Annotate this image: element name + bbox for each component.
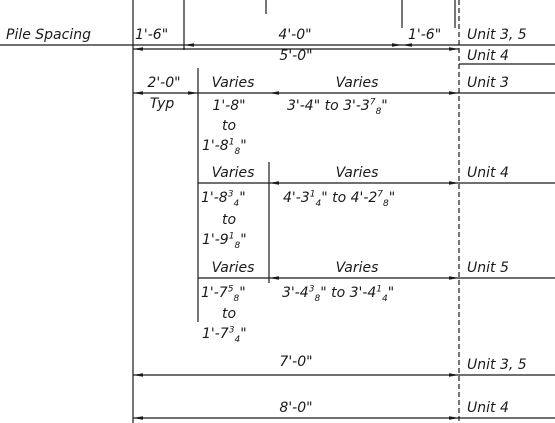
dim-text-1-6-right: 1'-6" bbox=[408, 27, 442, 43]
row1-range-value: 3'-4" to 3'-378" bbox=[287, 97, 388, 117]
row3-range-value: 3'-438" to 3'-414" bbox=[282, 284, 395, 304]
varies-label-2: Varies bbox=[335, 75, 379, 91]
dim-text-4-0: 4'-0" bbox=[278, 27, 312, 43]
row2-max-value: 1'-918" bbox=[202, 231, 247, 251]
dim-text-8-0: 8'-0" bbox=[279, 400, 313, 416]
row3-min-value: 1'-758" bbox=[201, 284, 246, 304]
row1-to: to bbox=[221, 118, 237, 134]
row1-min-value: 1'-8" bbox=[212, 98, 246, 114]
varies-label-5: Varies bbox=[211, 260, 255, 276]
typ-label: Typ bbox=[149, 96, 175, 112]
unit-3-label: Unit 3 bbox=[467, 75, 509, 91]
dim-text-5-0: 5'-0" bbox=[279, 48, 313, 64]
varies-label-6: Varies bbox=[335, 260, 379, 276]
unit-3-5-top-label: Unit 3, 5 bbox=[467, 27, 527, 43]
pile-spacing-label: Pile Spacing bbox=[6, 27, 91, 43]
row2-range-value: 4'-314" to 4'-278" bbox=[283, 189, 396, 209]
unit-3-5-bottom-label: Unit 3, 5 bbox=[467, 357, 527, 373]
row1-max-value: 1'-818" bbox=[202, 137, 247, 157]
varies-label-4: Varies bbox=[335, 165, 379, 181]
unit-4-top-label: Unit 4 bbox=[467, 48, 509, 64]
unit-4-mid-label: Unit 4 bbox=[467, 165, 509, 181]
row3-max-value: 1'-734" bbox=[202, 325, 247, 345]
row3-to: to bbox=[221, 306, 237, 322]
unit-5-label: Unit 5 bbox=[467, 260, 509, 276]
varies-label-3: Varies bbox=[211, 165, 255, 181]
varies-label-1: Varies bbox=[211, 75, 255, 91]
dim-text-2-0: 2'-0" bbox=[147, 75, 181, 91]
row2-min-value: 1'-834" bbox=[201, 189, 246, 209]
unit-4-bottom-label: Unit 4 bbox=[467, 400, 509, 416]
dim-text-7-0: 7'-0" bbox=[279, 354, 313, 370]
row2-to: to bbox=[221, 212, 237, 228]
dim-text-1-6-left: 1'-6" bbox=[135, 27, 169, 43]
